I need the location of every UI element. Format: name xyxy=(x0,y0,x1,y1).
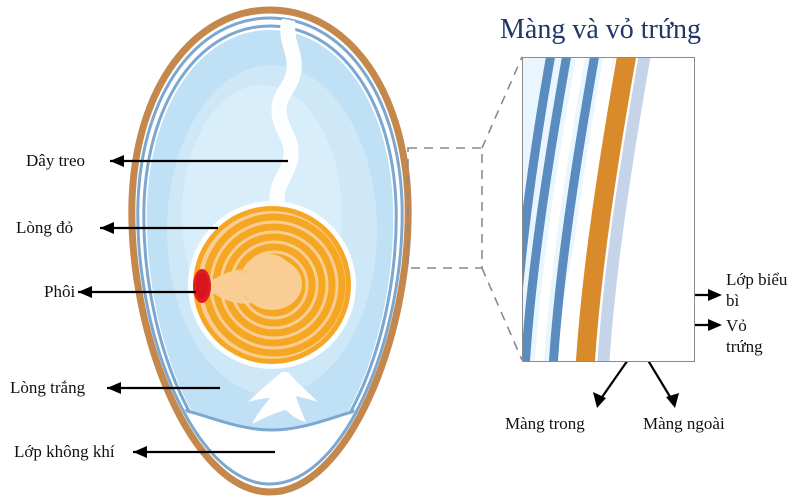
label-outer-membrane: Màng ngoài xyxy=(643,414,725,433)
inset-title: Màng và vỏ trứng xyxy=(500,14,702,45)
label-albumen: Lòng trắng xyxy=(10,378,86,397)
label-inner-membrane: Màng trong xyxy=(505,414,585,433)
label-chalaza: Dây treo xyxy=(26,151,86,170)
inset-exterior xyxy=(613,58,694,361)
inset-outer-membrane xyxy=(548,58,599,361)
right-arrow-heads xyxy=(708,289,722,331)
label-shell: Vỏ trứng xyxy=(726,316,763,356)
latebra-core xyxy=(242,258,302,310)
inset-cuticle-band xyxy=(597,58,651,361)
inset-membrane-line-0 xyxy=(523,58,555,288)
label-embryo: Phôi xyxy=(44,282,76,301)
embryo-spot-core xyxy=(196,273,208,299)
yolk-group xyxy=(188,201,356,369)
label-yolk: Lòng đỏ xyxy=(16,218,74,237)
magnified-inset-panel xyxy=(522,57,695,362)
callout-selection-box xyxy=(407,147,483,269)
bottom-arrow-lines xyxy=(599,356,673,401)
left-arrow-heads xyxy=(78,155,147,458)
inset-gap-1 xyxy=(534,58,585,361)
bottom-arrow-heads xyxy=(593,392,679,408)
inset-gap-2 xyxy=(562,58,614,361)
label-air-cell: Lớp không khí xyxy=(14,442,115,461)
inset-layers xyxy=(523,58,694,361)
left-arrow-lines xyxy=(78,159,288,454)
callout-connector-top xyxy=(481,56,523,149)
egg-shell-outline xyxy=(128,6,412,496)
inset-inner-membrane xyxy=(523,58,571,361)
inset-shell-band xyxy=(575,58,636,361)
callout-connector-bottom xyxy=(481,267,523,361)
outer-membrane-line xyxy=(136,16,404,486)
chalaza-lower xyxy=(248,372,318,424)
label-cuticle: Lớp biểu bì xyxy=(726,270,788,310)
latebra-neck xyxy=(198,276,262,296)
